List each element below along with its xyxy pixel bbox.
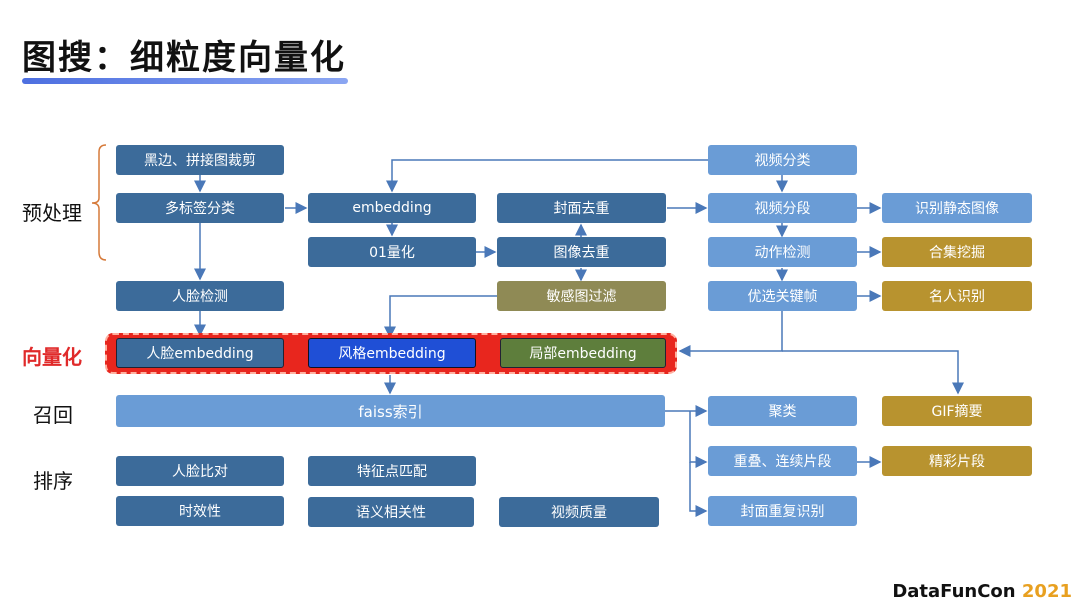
- box-overlap: 重叠、连续片段: [708, 446, 857, 476]
- label-recall: 召回: [33, 403, 73, 427]
- box-faiss: faiss索引: [116, 395, 665, 427]
- box-keyframe: 优选关键帧: [708, 281, 857, 311]
- box-image-dedup: 图像去重: [497, 237, 666, 267]
- title-underline: [22, 78, 348, 84]
- box-cover-repeat: 封面重复识别: [708, 496, 857, 526]
- box-gif: GIF摘要: [882, 396, 1032, 426]
- label-rank: 排序: [33, 469, 73, 493]
- logo-year: 2021: [1021, 581, 1072, 602]
- page-title: 图搜：细粒度向量化: [22, 38, 346, 78]
- label-preprocess: 预处理: [22, 201, 82, 225]
- box-feature-match: 特征点匹配: [308, 456, 476, 486]
- box-video-seg: 视频分段: [708, 193, 857, 223]
- box-sensitive: 敏感图过滤: [497, 281, 666, 311]
- box-quantize: 01量化: [308, 237, 476, 267]
- datafuncon-logo: DataFunCon 2021: [892, 581, 1072, 602]
- box-highlight: 精彩片段: [882, 446, 1032, 476]
- box-black-edge: 黑边、拼接图裁剪: [116, 145, 284, 175]
- box-static-detect: 识别静态图像: [882, 193, 1032, 223]
- box-celebrity: 名人识别: [882, 281, 1032, 311]
- box-local-embedding: 局部embedding: [500, 338, 666, 368]
- box-face-compare: 人脸比对: [116, 456, 284, 486]
- box-multilabel: 多标签分类: [116, 193, 284, 223]
- box-face-embedding: 人脸embedding: [116, 338, 284, 368]
- box-embedding: embedding: [308, 193, 476, 223]
- box-compilation: 合集挖掘: [882, 237, 1032, 267]
- box-timeliness: 时效性: [116, 496, 284, 526]
- box-semantic: 语义相关性: [308, 497, 474, 527]
- box-cluster: 聚类: [708, 396, 857, 426]
- box-face-detect: 人脸检测: [116, 281, 284, 311]
- box-video-quality: 视频质量: [499, 497, 659, 527]
- label-vectorize: 向量化: [22, 345, 82, 369]
- logo-main: DataFunCon: [892, 581, 1016, 602]
- box-cover-dedup: 封面去重: [497, 193, 666, 223]
- box-action-detect: 动作检测: [708, 237, 857, 267]
- box-video-cls: 视频分类: [708, 145, 857, 175]
- box-style-embedding: 风格embedding: [308, 338, 476, 368]
